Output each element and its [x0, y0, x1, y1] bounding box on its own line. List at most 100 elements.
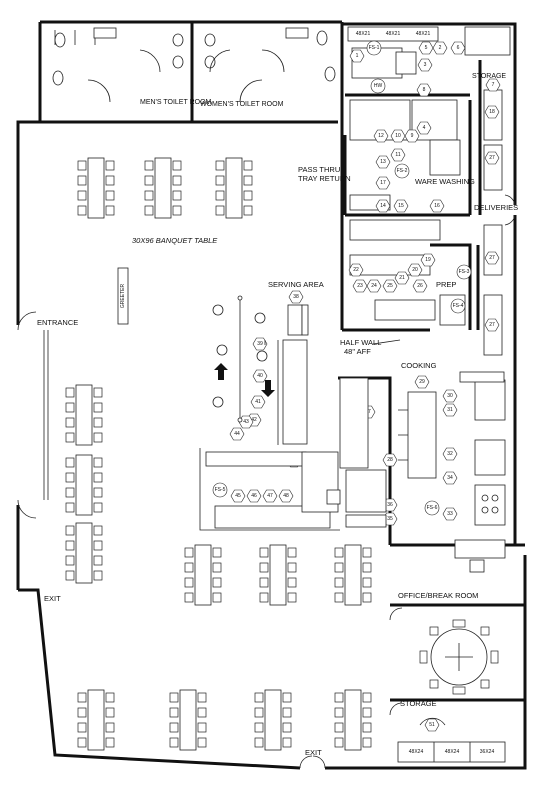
chair	[144, 190, 154, 201]
serving-area: SERVING AREA	[199, 280, 341, 531]
prep-label: PREP	[436, 280, 456, 289]
chair	[197, 692, 207, 703]
tag: 42	[251, 417, 257, 423]
tag: FS-1	[369, 45, 380, 51]
chair	[105, 722, 115, 733]
chair	[105, 175, 115, 186]
tag: FS-4	[453, 303, 464, 309]
tag: 23	[357, 283, 363, 289]
chair	[184, 562, 194, 573]
chair	[169, 692, 179, 703]
tag: 6	[457, 45, 460, 51]
chair	[259, 547, 269, 558]
chair	[243, 205, 253, 216]
exit-bottom-label: EXIT	[305, 748, 322, 757]
tag: 44	[234, 431, 240, 437]
banquet-table	[87, 689, 105, 751]
chair	[215, 205, 225, 216]
storage-bottom: STORAGE 48X24 48X24 36X24	[397, 699, 506, 763]
chair	[362, 592, 372, 603]
chair	[212, 592, 222, 603]
tag: 12	[378, 133, 384, 139]
chair	[287, 577, 297, 588]
shelf-label: 48X21	[416, 31, 431, 37]
tag: 24	[371, 283, 377, 289]
tag: 36	[387, 502, 393, 508]
tag: 35	[387, 516, 393, 522]
exit-left-label: EXIT	[44, 594, 61, 603]
chair	[362, 707, 372, 718]
tag: 8	[423, 87, 426, 93]
chair	[65, 402, 75, 413]
chair	[144, 175, 154, 186]
chair	[287, 547, 297, 558]
chair	[184, 592, 194, 603]
chair	[254, 737, 264, 748]
tag: 10	[395, 133, 401, 139]
chair	[77, 722, 87, 733]
chair	[105, 707, 115, 718]
chair	[77, 692, 87, 703]
tag: 16	[434, 203, 440, 209]
chair	[93, 570, 103, 581]
tag: 18	[489, 109, 495, 115]
chair	[287, 562, 297, 573]
chair	[259, 577, 269, 588]
chair	[215, 160, 225, 171]
banquet-table	[179, 689, 197, 751]
womens-toilet-label: WOMEN'S TOILET ROOM	[200, 101, 284, 108]
chair	[65, 502, 75, 513]
chair	[287, 592, 297, 603]
tag: 26	[417, 283, 423, 289]
chair	[77, 205, 87, 216]
half-wall-label: HALF WALL	[340, 338, 381, 347]
banquet-table	[225, 157, 243, 219]
chair	[334, 562, 344, 573]
tag: 3	[424, 62, 427, 68]
tag: 40	[257, 373, 263, 379]
tag: 32	[447, 451, 453, 457]
chair	[105, 160, 115, 171]
fs-tags: FS-1 HW FS-2 FS-3 FS-4 FS-5 FS-6	[212, 40, 472, 516]
chair	[105, 737, 115, 748]
half-wall-height-label: 48" AFF	[344, 347, 371, 356]
chair	[93, 387, 103, 398]
office-break-room: OFFICE/BREAK ROOM	[389, 539, 525, 716]
chair	[243, 175, 253, 186]
chair	[65, 540, 75, 551]
banquet-table	[75, 522, 93, 584]
chair	[169, 722, 179, 733]
storage-bottom-label: STORAGE	[400, 699, 437, 708]
chair	[334, 692, 344, 703]
chair	[105, 205, 115, 216]
chair	[172, 160, 182, 171]
banquet-table	[344, 689, 362, 751]
banquet-table	[87, 157, 105, 219]
chair	[93, 555, 103, 566]
chair	[334, 592, 344, 603]
greeter-label: GREETER	[120, 284, 126, 309]
tag: 27	[489, 255, 495, 261]
chair	[65, 432, 75, 443]
chair	[334, 707, 344, 718]
tag: 27	[489, 322, 495, 328]
tag: HW	[374, 83, 383, 89]
tag: FS-6	[427, 505, 438, 511]
tag: 39	[257, 341, 263, 347]
tag: 13	[380, 159, 386, 165]
chair	[93, 432, 103, 443]
shelf-label: 48X21	[356, 31, 371, 37]
chair	[254, 707, 264, 718]
chair	[362, 562, 372, 573]
break-room-chairs	[419, 619, 499, 695]
pass-thru-label: PASS THRU	[298, 165, 340, 174]
tag: 21	[399, 275, 405, 281]
tag: 34	[447, 475, 453, 481]
chair	[77, 175, 87, 186]
chair	[334, 577, 344, 588]
restroom-area: MEN'S TOILET ROOM WOMEN'S TOILET ROOM	[40, 22, 338, 124]
chair	[259, 562, 269, 573]
storage-top: 48X21 48X21 48X21 STORAGE	[347, 26, 511, 80]
tag: 47	[267, 493, 273, 499]
